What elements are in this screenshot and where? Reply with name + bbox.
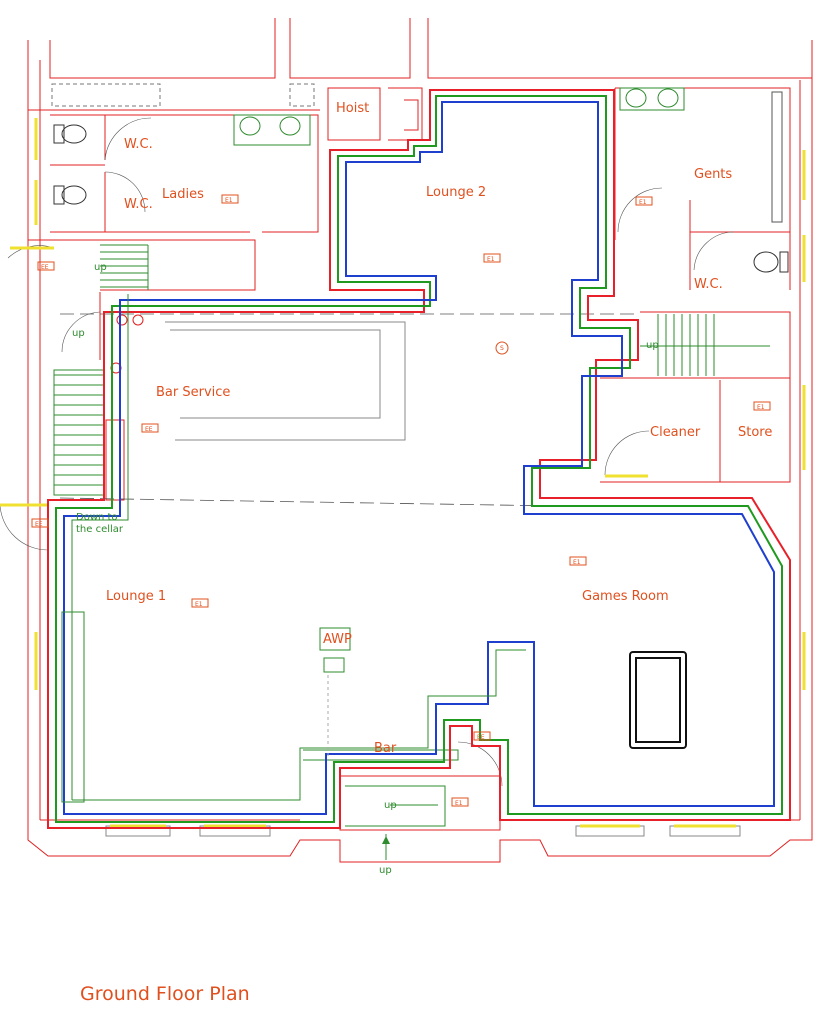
wc-label-1: W.C. (124, 137, 153, 152)
svg-text:EE: EE (477, 734, 485, 741)
awp-label: AWP (323, 632, 352, 647)
svg-text:S: S (500, 345, 504, 352)
ee-symbol: EE (31, 518, 49, 528)
svg-text:E1: E1 (225, 197, 233, 204)
ladies-label: Ladies (162, 187, 204, 202)
bar-service-counter (105, 314, 406, 501)
svg-text:E1: E1 (455, 800, 463, 807)
e1-symbol: E1 (191, 598, 209, 608)
up-note-2: up (72, 328, 85, 339)
lounge1-label: Lounge 1 (106, 589, 166, 604)
games-room-label: Games Room (582, 589, 669, 604)
dashed-lines (59, 313, 640, 507)
e1-symbol: E1 (569, 556, 587, 566)
left-stairs (0, 239, 256, 551)
heating-loop-inner-green (61, 294, 526, 803)
pool-table (629, 651, 687, 749)
up-note-1: up (94, 262, 107, 273)
e1-symbol: E1 (483, 253, 501, 263)
e1-symbol: E1 (635, 196, 653, 206)
svg-text:E1: E1 (573, 559, 581, 566)
e1-symbol: E1 (753, 401, 771, 411)
svg-text:EE: EE (41, 264, 49, 271)
svg-text:E1: E1 (757, 404, 765, 411)
lounge2-label: Lounge 2 (426, 185, 486, 200)
wc-label-2: W.C. (124, 197, 153, 212)
hoist (327, 87, 423, 141)
cleaner-label: Cleaner (650, 425, 701, 440)
bar-bottom (303, 741, 503, 860)
e1-symbols: E1 E1 E1 E1 E1 E1 E1 EE EE EE EE S (31, 194, 771, 807)
heating-loop-blue (63, 101, 775, 815)
outer-walls (27, 18, 813, 863)
bar-service-label: Bar Service (156, 385, 230, 400)
cellar-note-2: the cellar (76, 524, 124, 535)
svg-text:EE: EE (35, 521, 43, 528)
awp-machine: AWP (319, 627, 352, 760)
up-note-3: up (646, 340, 659, 351)
svg-text:E1: E1 (639, 199, 647, 206)
svg-text:EE: EE (145, 426, 153, 433)
up-note-4: up (384, 800, 397, 811)
up-note-5: up (379, 865, 392, 876)
svg-text:E1: E1 (487, 256, 495, 263)
store-label: Store (738, 425, 772, 440)
smoke-detector-symbol: S (495, 341, 509, 355)
plan-title: Ground Floor Plan (80, 983, 250, 1005)
svg-text:E1: E1 (195, 601, 203, 608)
ladies-block (34, 114, 319, 233)
right-rooms (600, 311, 806, 483)
windows-bottom (34, 632, 806, 837)
gents-label: Gents (694, 167, 732, 182)
wc-gents-label: W.C. (694, 277, 723, 292)
ee-symbol: EE (37, 261, 55, 271)
e1-symbol: E1 (451, 797, 469, 807)
bar-label: Bar (374, 741, 397, 756)
window-top (51, 83, 315, 107)
cellar-note-1: Down to (76, 512, 118, 523)
hoist-label: Hoist (336, 101, 369, 116)
heating-loop-red (47, 89, 791, 829)
gents-block (614, 87, 806, 290)
ee-symbol: EE (141, 423, 159, 433)
heating-loop-green (55, 95, 783, 823)
e1-symbol: E1 (221, 194, 239, 204)
ee-symbol: EE (473, 731, 491, 741)
